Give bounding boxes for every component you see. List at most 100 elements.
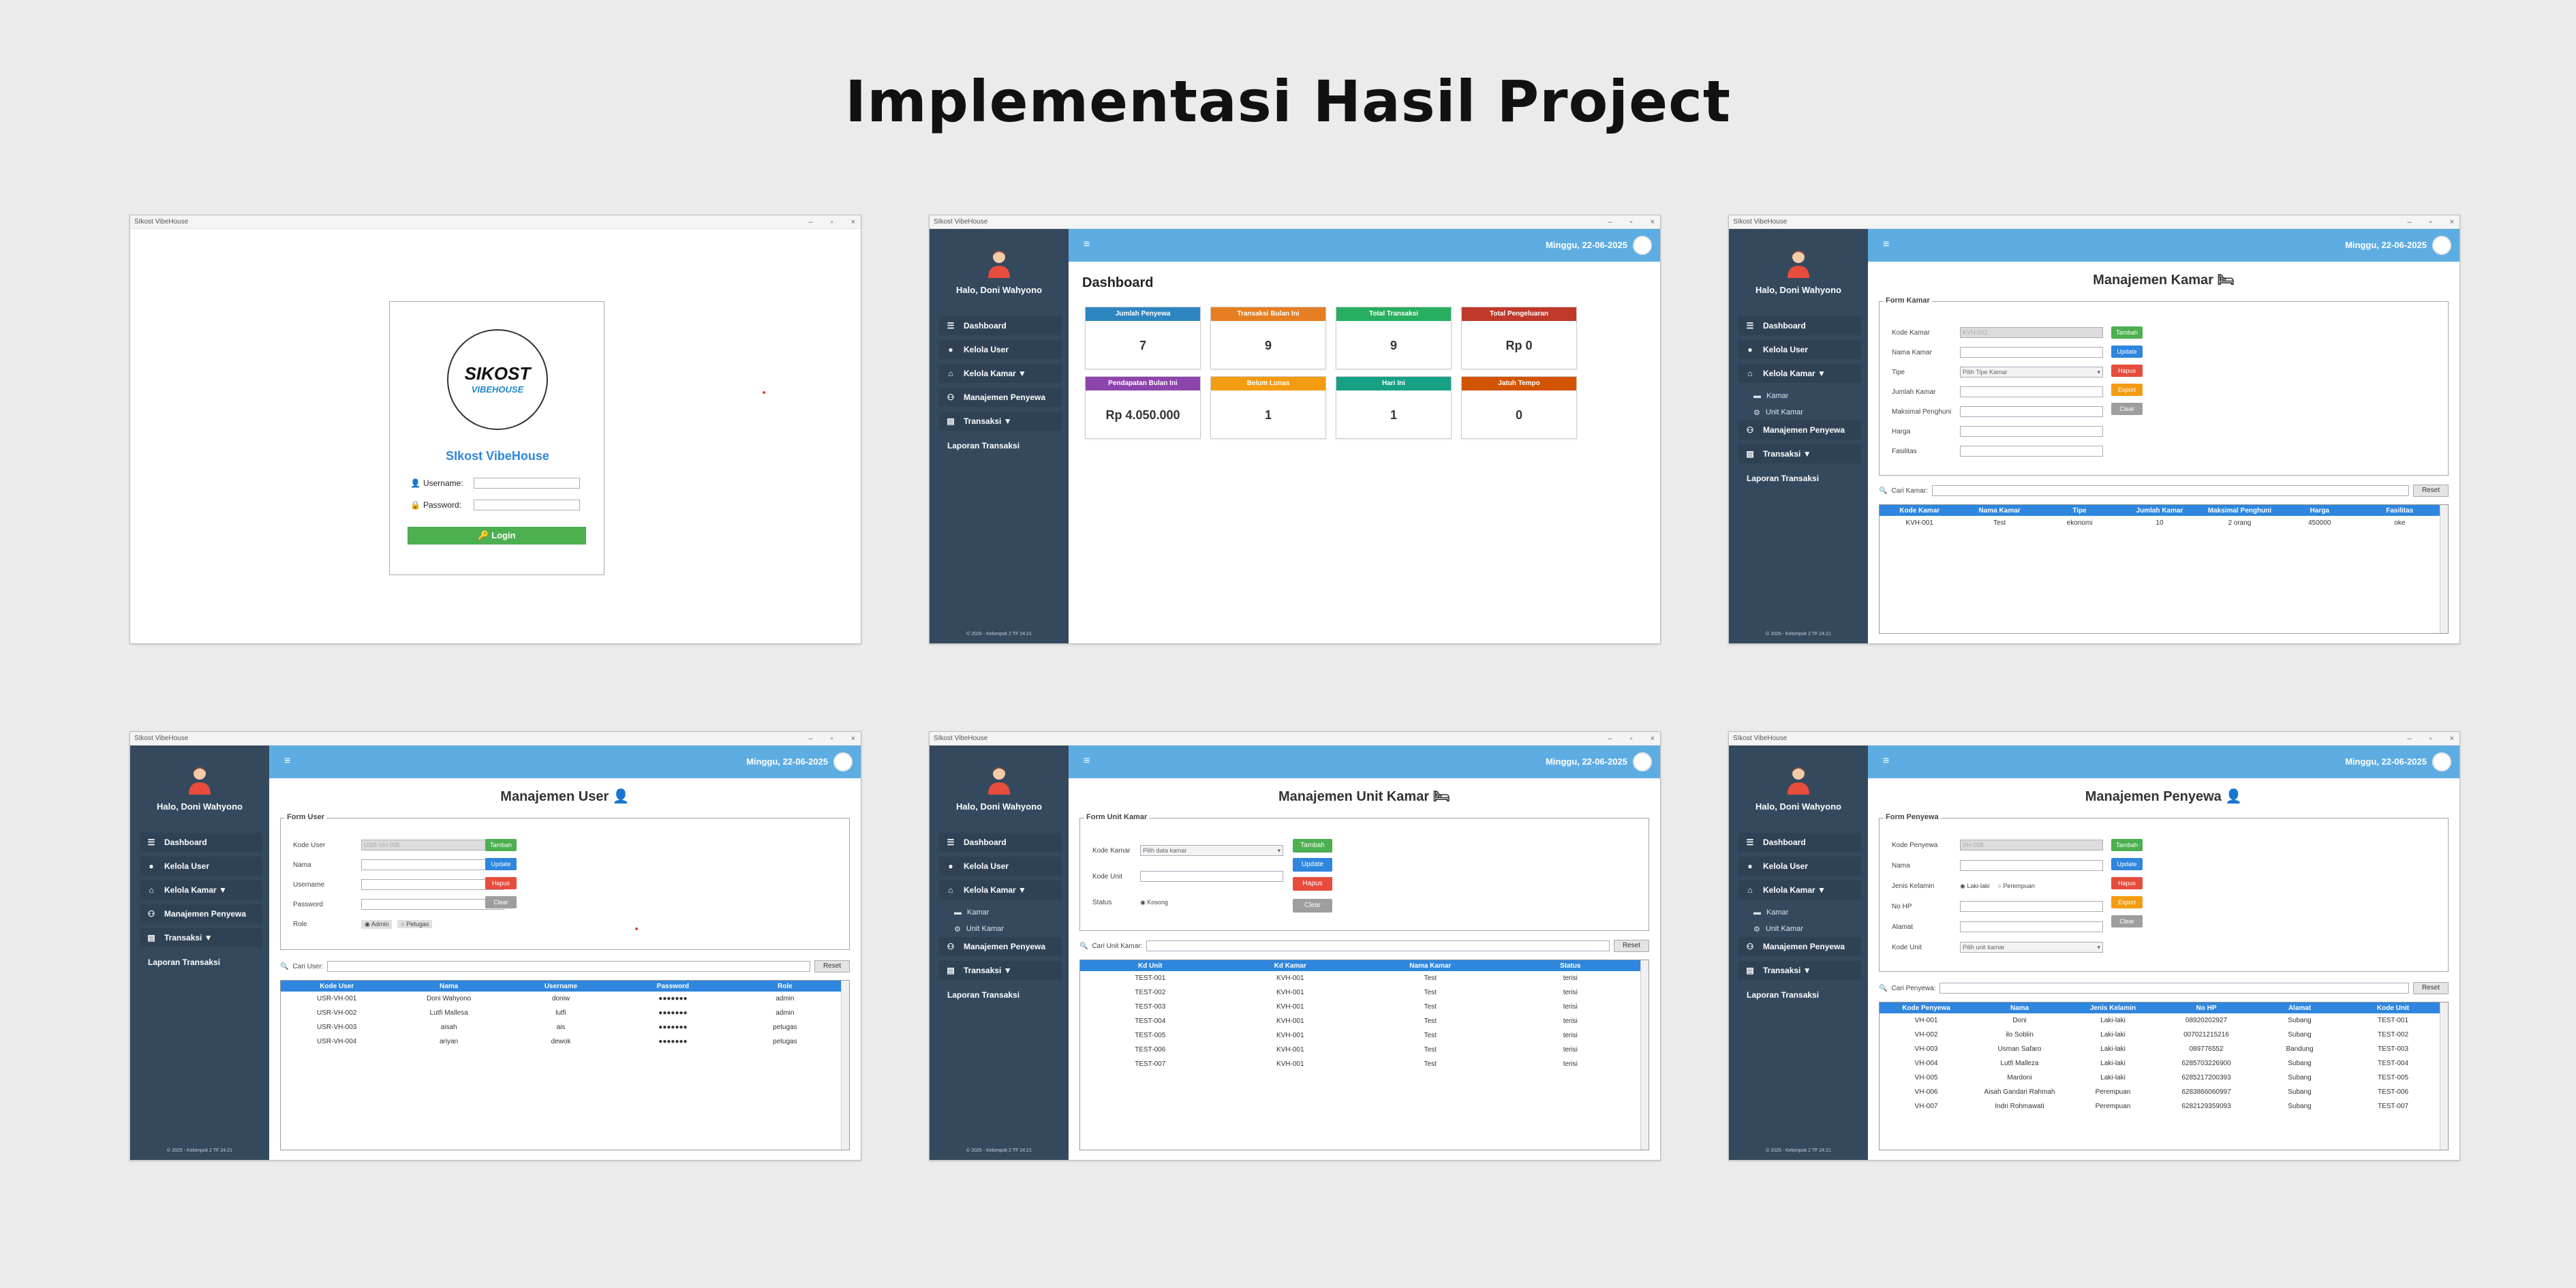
alamat-input[interactable] [1960,921,2103,932]
column-header[interactable]: No HP [2196,1004,2217,1012]
minimize-button[interactable]: – [2407,735,2412,743]
clear-button[interactable]: Clear [2111,915,2143,927]
kode-kamar-select[interactable]: Pilih data kamar [1140,845,1283,856]
menu-transaksi[interactable]: ▤Transaksi ▼ [140,928,262,947]
nama-input[interactable] [1960,860,2103,871]
column-header[interactable]: Harga [2310,506,2329,515]
column-header[interactable]: Username [544,982,578,990]
update-button[interactable]: Update [485,858,517,870]
profile-icon[interactable] [2432,236,2451,255]
hamburger-icon[interactable]: ≡ [1883,755,1890,767]
menu-kelola-kamar[interactable]: ⌂Kelola Kamar ▼ [1738,364,1861,383]
column-header[interactable]: Nama Kamar [1409,962,1452,970]
menu-laporan[interactable]: Laporan Transaksi [148,957,221,967]
search-input[interactable] [1931,485,2409,496]
minimize-button[interactable]: – [1608,218,1612,226]
search-input[interactable] [1939,983,2409,994]
column-header[interactable]: Kode Kamar [1899,506,1940,515]
menu-kelola-user[interactable]: ●Kelola User [939,857,1062,876]
close-button[interactable]: × [2449,735,2454,743]
status-radio[interactable]: ◉ Kosong [1140,898,1168,906]
menu-laporan[interactable]: Laporan Transaksi [1747,474,1820,483]
username-input[interactable] [473,478,580,489]
role-admin-radio[interactable]: ◉ Admin [361,919,393,929]
menu-dashboard[interactable]: ☰Dashboard [939,316,1062,335]
export-button[interactable]: Export [2111,896,2143,908]
hapus-button[interactable]: Hapus [2111,365,2143,377]
close-button[interactable]: × [850,218,855,226]
minimize-button[interactable]: – [808,218,813,226]
fasilitas-input[interactable] [1960,446,2103,457]
submenu-kamar[interactable]: ▬Kamar [1738,904,1861,921]
menu-penyewa[interactable]: ⚇Manajemen Penyewa [1738,420,1861,440]
tambah-button[interactable]: Tambah [2111,839,2143,851]
hapus-button[interactable]: Hapus [485,877,517,889]
minimize-button[interactable]: – [2407,218,2412,226]
menu-penyewa[interactable]: ⚇Manajemen Penyewa [140,904,262,923]
column-header[interactable]: Nama Kamar [1978,506,2021,515]
menu-laporan[interactable]: Laporan Transaksi [947,990,1020,1000]
kode-unit-select[interactable]: Pilih unit kamar [1960,942,2103,953]
close-button[interactable]: × [1650,218,1655,226]
reset-button[interactable]: Reset [1614,940,1649,952]
reset-button[interactable]: Reset [814,960,850,972]
submenu-kamar[interactable]: ▬Kamar [1738,388,1861,404]
menu-dashboard[interactable]: ☰Dashboard [1738,833,1861,852]
clear-button[interactable]: Clear [485,896,517,908]
submenu-unit-kamar[interactable]: ⚙Unit Kamar [939,921,1062,937]
update-button[interactable]: Update [2111,858,2143,870]
jumlah-kamar-input[interactable] [1960,386,2103,397]
submenu-unit-kamar[interactable]: ⚙Unit Kamar [1738,921,1861,937]
column-header[interactable]: Status [1559,962,1581,970]
maximize-button[interactable]: ▫ [830,735,833,743]
username-input[interactable] [361,879,504,890]
menu-transaksi[interactable]: ▤Transaksi ▼ [939,961,1062,980]
menu-kelola-user[interactable]: ●Kelola User [1738,340,1861,359]
hapus-button[interactable]: Hapus [1293,877,1332,891]
reset-button[interactable]: Reset [2413,485,2449,497]
hapus-button[interactable]: Hapus [2111,877,2143,889]
menu-kelola-kamar[interactable]: ⌂Kelola Kamar ▼ [140,880,262,900]
table-scrollbar[interactable] [1640,960,1649,1150]
submenu-unit-kamar[interactable]: ⚙Unit Kamar [1738,404,1861,420]
column-header[interactable]: Nama [439,982,459,990]
column-header[interactable]: Kode Unit [2376,1004,2410,1012]
menu-transaksi[interactable]: ▤Transaksi ▼ [1738,961,1861,980]
submenu-kamar[interactable]: ▬Kamar [939,904,1062,921]
search-input[interactable] [1146,940,1610,951]
maximize-button[interactable]: ▫ [1629,218,1633,226]
table-scrollbar[interactable] [841,981,849,1150]
kode-penyewa-input[interactable]: VH-008 [1960,840,2103,850]
password-input[interactable] [361,899,504,910]
menu-kelola-kamar[interactable]: ⌂Kelola Kamar ▼ [939,364,1062,383]
close-button[interactable]: × [2449,218,2454,226]
password-input[interactable] [473,500,580,510]
kode-unit-input[interactable] [1140,871,1283,882]
hamburger-icon[interactable]: ≡ [1084,755,1090,767]
menu-kelola-user[interactable]: ●Kelola User [939,340,1062,359]
menu-penyewa[interactable]: ⚇Manajemen Penyewa [939,937,1062,956]
hamburger-icon[interactable]: ≡ [1883,239,1890,250]
profile-icon[interactable] [2432,752,2451,771]
maximize-button[interactable]: ▫ [830,218,833,226]
laki-laki-radio[interactable]: ◉ Laki-laki [1960,882,1990,889]
update-button[interactable]: Update [1293,858,1332,872]
search-input[interactable] [327,961,810,972]
menu-laporan[interactable]: Laporan Transaksi [1747,990,1820,1000]
column-header[interactable]: Jenis Kelamin [2089,1004,2136,1012]
perempuan-radio[interactable]: ○ Perempuan [1997,883,2035,889]
profile-icon[interactable] [833,752,853,771]
role-petugas-radio[interactable]: ○ Petugas [397,920,433,928]
